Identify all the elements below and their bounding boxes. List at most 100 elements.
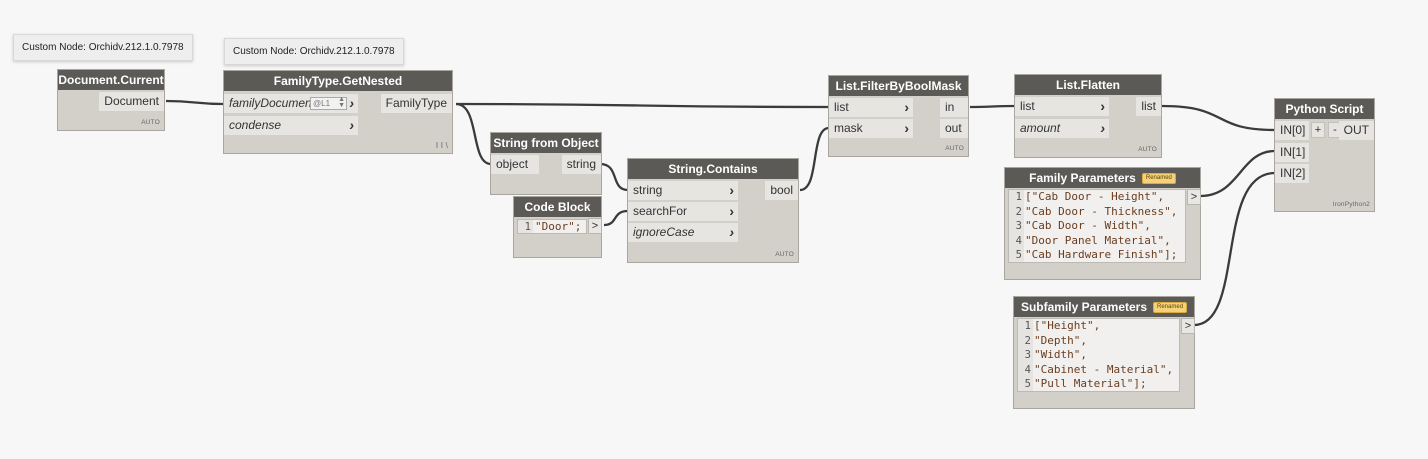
node-title: Python Script	[1275, 99, 1374, 119]
node-title: Code Block	[514, 197, 601, 217]
title-text: Family Parameters	[1029, 171, 1136, 185]
lacing-label: AUTO	[945, 145, 964, 152]
output-port-out[interactable]: OUT	[1338, 121, 1374, 140]
input-port-in2[interactable]: IN[2]	[1275, 164, 1309, 183]
output-port-string[interactable]: string	[561, 155, 601, 174]
code-line: "Cabinet - Material",	[1034, 362, 1174, 376]
wire-subfamily-python[interactable]	[1193, 171, 1276, 327]
code-line: "Door Panel Material",	[1025, 233, 1171, 247]
code-editor[interactable]: 1 2 3 4 5 ["Cab Door - Height", "Cab Doo…	[1008, 189, 1186, 263]
chevron-right-icon: ›	[729, 182, 734, 198]
wire-flatten-python[interactable]	[1161, 104, 1276, 132]
node-familytype-getnested[interactable]: FamilyType.GetNested familyDocument › @L…	[223, 70, 453, 154]
input-port-list[interactable]: list ›	[1015, 97, 1109, 116]
lacing-label: AUTO	[141, 119, 160, 126]
wire-familyparams-python[interactable]	[1199, 149, 1276, 198]
code-line: "Depth",	[1034, 333, 1087, 347]
node-family-parameters[interactable]: Family Parameters Renamed 1 2 3 4 5 ["Cab…	[1004, 167, 1201, 280]
node-list-flatten[interactable]: List.Flatten list › amount › list AUTO	[1014, 74, 1162, 158]
chevron-right-icon: ›	[1100, 120, 1105, 136]
chevron-right-icon: ›	[729, 203, 734, 219]
code-line: ["Cab Door - Height",	[1025, 190, 1165, 203]
node-title: List.FilterByBoolMask	[829, 76, 968, 96]
wire-familytype-filter[interactable]	[455, 102, 830, 109]
wire-codeblock-searchfor[interactable]	[603, 209, 629, 227]
line-numbers: 1 2 3 4 5	[1018, 319, 1033, 391]
engine-label: IronPython2	[1332, 201, 1370, 208]
lacing-label: I I \	[435, 141, 448, 150]
input-port-in0[interactable]: IN[0]	[1275, 121, 1309, 140]
node-title: String from Object	[491, 133, 601, 153]
output-port-code[interactable]: >	[588, 218, 602, 234]
chevron-right-icon: ›	[1100, 98, 1105, 114]
wire-in-flatten[interactable]	[969, 104, 1016, 109]
port-label: amount	[1020, 121, 1061, 135]
output-port-list[interactable]: list	[1136, 97, 1161, 116]
code-line: "Cab Door - Thickness",	[1025, 204, 1178, 218]
node-title: FamilyType.GetNested	[224, 71, 452, 91]
spinner-value: @L1	[313, 99, 331, 108]
chevron-right-icon: ›	[904, 120, 909, 136]
port-label: mask	[834, 121, 863, 135]
port-label: condense	[229, 118, 282, 132]
port-label: ignoreCase	[633, 225, 695, 239]
output-port-bool[interactable]: bool	[765, 181, 798, 200]
level-spinner[interactable]: @L1 ▲▼	[310, 96, 347, 110]
chevron-right-icon: ›	[349, 117, 354, 133]
node-python-script[interactable]: Python Script IN[0] IN[1] IN[2] + - OUT …	[1274, 98, 1375, 212]
output-port-in[interactable]: in	[940, 98, 968, 117]
port-label: searchFor	[633, 204, 688, 218]
renamed-badge: Renamed	[1141, 173, 1176, 185]
chevron-right-icon: ›	[729, 224, 734, 240]
output-port-out[interactable]: out	[940, 119, 968, 138]
node-string-from-object[interactable]: String from Object object string	[490, 132, 602, 195]
line-numbers: 1	[518, 220, 533, 233]
node-title: Family Parameters Renamed	[1005, 168, 1200, 188]
input-port-mask[interactable]: mask ›	[829, 119, 913, 138]
code-line: "Width",	[1034, 348, 1087, 361]
renamed-badge: Renamed	[1153, 302, 1188, 314]
input-port-amount[interactable]: amount ›	[1015, 119, 1109, 138]
output-port-familytype[interactable]: FamilyType	[380, 94, 452, 113]
output-port-document[interactable]: Document	[99, 92, 164, 111]
wire-document[interactable]	[165, 99, 225, 106]
tooltip-custom-node: Custom Node: Orchidv.212.1.0.7978	[13, 34, 193, 61]
remove-input-button[interactable]: -	[1328, 122, 1342, 138]
wire-string-contains[interactable]	[599, 162, 629, 192]
node-title: List.Flatten	[1015, 75, 1161, 95]
output-port-code[interactable]: >	[1187, 189, 1201, 205]
code-line: "Cab Hardware Finish"];	[1025, 248, 1178, 261]
input-port-condense[interactable]: condense ›	[224, 116, 358, 135]
chevron-right-icon: ›	[904, 99, 909, 115]
node-document-current[interactable]: Document.Current Document AUTO	[57, 69, 165, 131]
tooltip-custom-node: Custom Node: Orchidv.212.1.0.7978	[224, 38, 404, 65]
line-numbers: 1 2 3 4 5	[1009, 190, 1024, 262]
add-input-button[interactable]: +	[1311, 122, 1325, 138]
code-editor[interactable]: 1 "Door";	[517, 219, 587, 234]
node-code-block[interactable]: Code Block 1 "Door"; >	[513, 196, 602, 258]
code-line: ["Height",	[1034, 319, 1101, 332]
wire-familytype-stringfromobject[interactable]	[455, 102, 492, 166]
lacing-label: AUTO	[775, 251, 794, 258]
node-title: Document.Current	[58, 70, 164, 90]
input-port-searchfor[interactable]: searchFor ›	[628, 202, 738, 221]
code-editor[interactable]: 1 2 3 4 5 ["Height", "Depth", "Width", "…	[1017, 318, 1180, 392]
input-port-ignorecase[interactable]: ignoreCase ›	[628, 223, 738, 242]
input-port-string[interactable]: string ›	[628, 181, 738, 200]
input-port-list[interactable]: list ›	[829, 98, 913, 117]
input-port-object[interactable]: object	[491, 155, 539, 174]
port-label: list	[834, 100, 849, 114]
node-title: String.Contains	[628, 159, 798, 179]
code-line: "Door";	[535, 220, 582, 233]
node-string-contains[interactable]: String.Contains string › searchFor › ign…	[627, 158, 799, 263]
code-line: "Cab Door - Width",	[1025, 219, 1151, 232]
input-port-in1[interactable]: IN[1]	[1275, 143, 1309, 162]
node-list-filterbyboolmask[interactable]: List.FilterByBoolMask list › mask › in o…	[828, 75, 969, 157]
output-port-code[interactable]: >	[1181, 318, 1195, 334]
lacing-label: AUTO	[1138, 146, 1157, 153]
spinner-arrows-icon[interactable]: ▲▼	[338, 96, 345, 109]
wire-bool-mask[interactable]	[799, 126, 830, 192]
code-line: "Pull Material"];	[1034, 377, 1147, 390]
